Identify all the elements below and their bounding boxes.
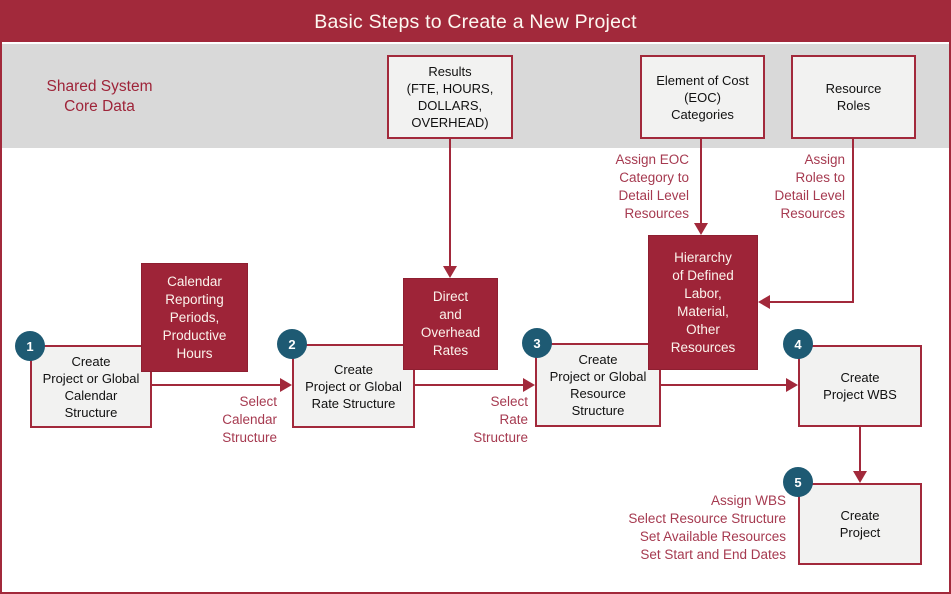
step-3-badge: 3 xyxy=(522,328,552,358)
label-select-rate-structure: Select Rate Structure xyxy=(473,394,528,445)
box-eoc-categories: Element of Cost (EOC) Categories xyxy=(640,55,765,139)
step-5-badge: 5 xyxy=(783,467,813,497)
connector-step2-to-step3 xyxy=(415,384,523,386)
step-4-box: Create Project WBS xyxy=(798,345,922,427)
connector-step3-to-step4 xyxy=(661,384,786,386)
label-assign-eoc-category: Assign EOC Category to Detail Level Reso… xyxy=(615,152,689,221)
connector-eoc-to-hierarchy xyxy=(700,139,702,223)
step-4-badge: 4 xyxy=(783,329,813,359)
connector-results-to-rates xyxy=(449,139,451,266)
shared-core-data-label: Shared System Core Data xyxy=(46,78,153,115)
box-hierarchy-resources: Hierarchy of Defined Labor, Material, Ot… xyxy=(648,235,758,370)
box-direct-overhead-rates: Direct and Overhead Rates xyxy=(403,278,498,370)
box-resource-roles: Resource Roles xyxy=(791,55,916,139)
arrowhead-left-icon xyxy=(758,295,770,309)
step-1-box: Create Project or Global Calendar Struct… xyxy=(30,345,152,428)
step-2-box: Create Project or Global Rate Structure xyxy=(292,344,415,428)
step-1-badge: 1 xyxy=(15,331,45,361)
box-calendar-reporting-periods: Calendar Reporting Periods, Productive H… xyxy=(141,263,248,372)
arrowhead-down-icon xyxy=(853,471,867,483)
step-5-box: Create Project xyxy=(798,483,922,565)
title-bar: Basic Steps to Create a New Project xyxy=(2,2,949,42)
arrowhead-right-icon xyxy=(280,378,292,392)
page-title: Basic Steps to Create a New Project xyxy=(314,10,637,33)
connector-roles-down xyxy=(852,139,854,303)
label-assign-roles: Assign Roles to Detail Level Resources xyxy=(774,152,845,221)
connector-step4-to-step5 xyxy=(859,427,861,471)
label-create-project-tasks: Assign WBS Select Resource Structure Set… xyxy=(628,493,786,562)
arrowhead-right-icon xyxy=(523,378,535,392)
connector-roles-to-hierarchy xyxy=(770,301,854,303)
arrowhead-down-icon xyxy=(694,223,708,235)
arrowhead-right-icon xyxy=(786,378,798,392)
connector-step1-to-step2 xyxy=(152,384,280,386)
arrowhead-down-icon xyxy=(443,266,457,278)
step-2-badge: 2 xyxy=(277,329,307,359)
step-3-box: Create Project or Global Resource Struct… xyxy=(535,343,661,427)
label-select-calendar-structure: Select Calendar Structure xyxy=(222,394,277,445)
box-results: Results (FTE, HOURS, DOLLARS, OVERHEAD) xyxy=(387,55,513,139)
